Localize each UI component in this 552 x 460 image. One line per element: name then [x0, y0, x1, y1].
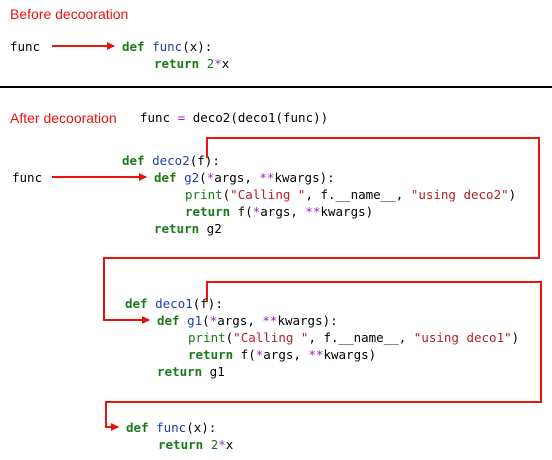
operand: x: [225, 437, 234, 452]
after-func-def-line: def func(x):: [126, 420, 216, 436]
g1-def-line: def g1(*args, **kwargs):: [157, 313, 338, 329]
paren: ): [508, 187, 517, 202]
operand: x: [221, 56, 230, 71]
string: "Calling ": [233, 330, 309, 345]
before-func-label: func: [10, 39, 41, 54]
builtin-name: print: [185, 187, 223, 202]
args: args,: [260, 204, 306, 219]
g2-def-line: def g2(*args, **kwargs):: [154, 170, 335, 186]
kwargs: kwargs):: [274, 170, 335, 185]
deco2-return-line: return g2: [154, 221, 222, 237]
keyword: return: [158, 437, 204, 452]
operator: *: [214, 56, 222, 71]
keyword: return: [154, 221, 200, 236]
section-divider: [0, 86, 552, 88]
operator: **: [259, 170, 275, 185]
g1-return-line: return f(*args, **kwargs): [188, 347, 376, 363]
args: args,: [217, 313, 263, 328]
deco1-return-line: return g1: [157, 364, 225, 380]
signature: (f):: [192, 296, 223, 311]
operator: *: [218, 437, 226, 452]
assignment-lhs: func: [140, 110, 171, 125]
keyword: def: [126, 420, 149, 435]
operator: **: [308, 347, 324, 362]
after-heading: After decooration: [10, 110, 117, 126]
function-name: func: [156, 420, 187, 435]
before-heading: Before decooration: [10, 6, 129, 22]
keyword: return: [154, 56, 200, 71]
return-value: g2: [199, 221, 222, 236]
call: f(: [230, 204, 253, 219]
number: 2: [206, 56, 215, 71]
args: args,: [214, 170, 260, 185]
string: "using deco2": [410, 187, 509, 202]
g1-print-line: print("Calling ", f.__name__, "using dec…: [188, 330, 519, 346]
keyword: return: [188, 347, 234, 362]
after-func-return-line: return 2*x: [158, 437, 233, 453]
print-args: , f.__name__,: [305, 187, 411, 202]
keyword: def: [122, 39, 145, 54]
signature: (x):: [186, 420, 217, 435]
deco1-def-line: def deco1(f):: [125, 296, 223, 312]
keyword: def: [154, 170, 177, 185]
function-name: func: [152, 39, 183, 54]
print-args: , f.__name__,: [308, 330, 414, 345]
string: "Calling ": [230, 187, 306, 202]
args: args,: [263, 347, 309, 362]
kwargs: kwargs):: [277, 313, 338, 328]
keyword: def: [125, 296, 148, 311]
operator: **: [305, 204, 321, 219]
keyword: def: [122, 153, 145, 168]
call: f(: [233, 347, 256, 362]
function-name: g1: [187, 313, 203, 328]
paren: ): [511, 330, 520, 345]
function-name: deco1: [155, 296, 193, 311]
signature: (f):: [189, 153, 220, 168]
kwargs: kwargs): [323, 347, 377, 362]
string: "using deco1": [413, 330, 512, 345]
paren: (: [199, 170, 207, 185]
assignment-rhs: deco2(deco1(func)): [192, 110, 329, 125]
paren: (: [202, 313, 210, 328]
keyword: def: [157, 313, 180, 328]
function-name: deco2: [152, 153, 190, 168]
keyword: return: [185, 204, 231, 219]
assignment-operator: =: [170, 110, 193, 125]
after-func-label: func: [12, 170, 43, 185]
before-func-return-line: return 2*x: [154, 56, 229, 72]
operator: **: [262, 313, 278, 328]
builtin-name: print: [188, 330, 226, 345]
g2-return-line: return f(*args, **kwargs): [185, 204, 373, 220]
assignment-line: func = deco2(deco1(func)): [140, 110, 328, 126]
return-value: g1: [202, 364, 225, 379]
keyword: return: [157, 364, 203, 379]
g2-print-line: print("Calling ", f.__name__, "using dec…: [185, 187, 516, 203]
before-func-def-line: def func(x):: [122, 39, 212, 55]
signature: (x):: [182, 39, 213, 54]
deco2-def-line: def deco2(f):: [122, 153, 220, 169]
function-name: g2: [184, 170, 200, 185]
number: 2: [210, 437, 219, 452]
kwargs: kwargs): [320, 204, 374, 219]
